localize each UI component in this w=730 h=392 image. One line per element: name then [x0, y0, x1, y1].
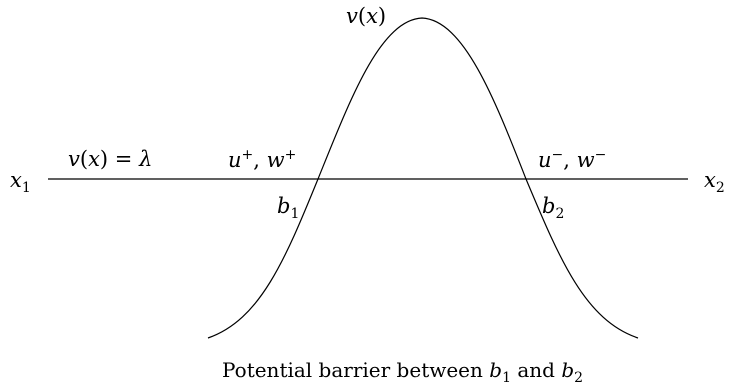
- figure-caption: Potential barrier between b1 and b2: [222, 358, 584, 386]
- b1-label: b1: [277, 194, 300, 222]
- x1-label: x1: [10, 168, 31, 196]
- potential-curve: [207, 17, 639, 339]
- curve-label: v(x): [346, 4, 387, 28]
- b2-label: b2: [542, 194, 565, 222]
- right-pair-label: u−, w−: [538, 147, 607, 172]
- level-label: v(x) = λ: [68, 147, 153, 171]
- left-pair-label: u+, w+: [228, 147, 297, 172]
- x2-label: x2: [704, 168, 725, 196]
